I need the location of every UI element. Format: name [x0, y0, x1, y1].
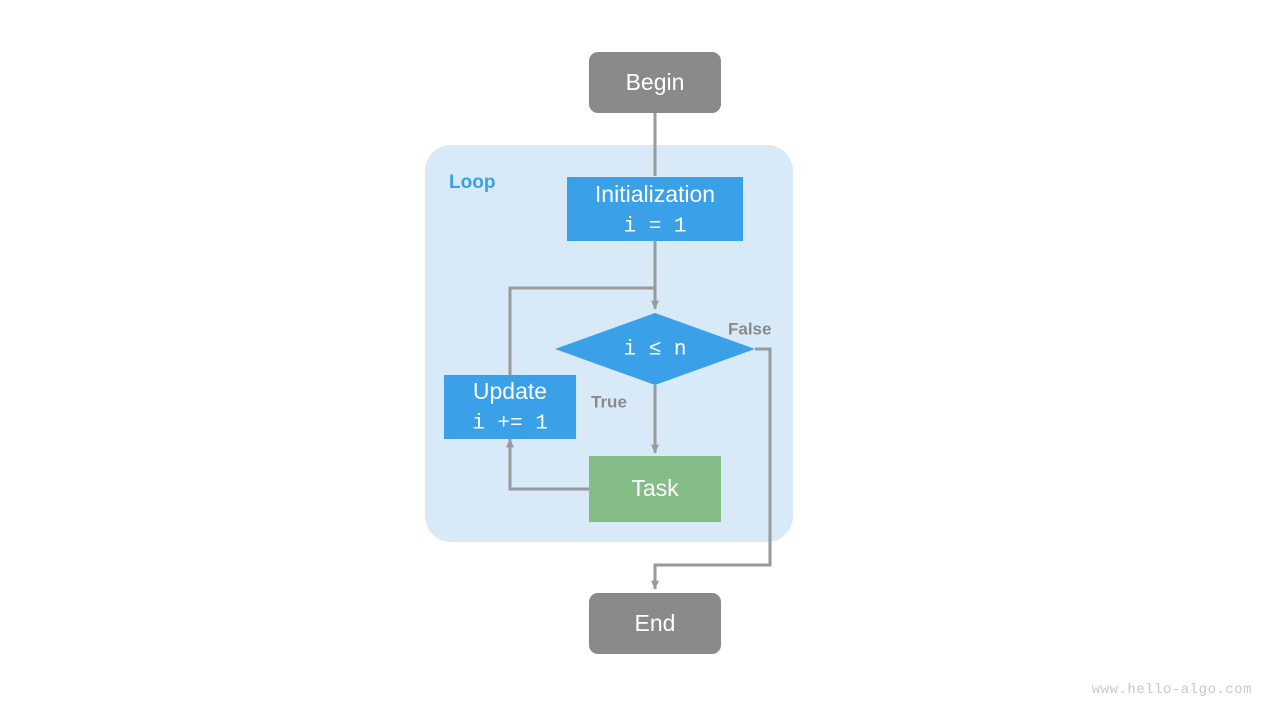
edge-label-true: True	[591, 392, 627, 411]
node-condition[interactable]: i ≤ n	[555, 313, 755, 385]
node-update-label: Update	[473, 378, 547, 404]
node-task[interactable]: Task	[589, 456, 721, 522]
node-end-label: End	[635, 610, 676, 636]
node-begin-label: Begin	[626, 69, 685, 95]
edge-task-to-update	[506, 438, 589, 491]
node-begin-shape	[589, 52, 721, 113]
node-update[interactable]: Update i += 1	[444, 375, 576, 439]
node-initialization[interactable]: Initialization i = 1	[567, 177, 743, 241]
node-condition-label: i ≤ n	[623, 339, 686, 362]
watermark-text: www.hello-algo.com	[1091, 682, 1252, 698]
loop-group-label: Loop	[449, 172, 495, 193]
node-end-shape	[589, 593, 721, 654]
edge-label-false: False	[728, 319, 771, 338]
node-update-sublabel: i += 1	[472, 413, 548, 436]
node-initialization-shape	[567, 177, 743, 241]
edge-update-to-condition	[508, 286, 655, 377]
node-begin[interactable]: Begin	[589, 52, 721, 113]
edge-condition-to-end	[651, 347, 772, 590]
node-end[interactable]: End	[589, 593, 721, 654]
node-initialization-sublabel: i = 1	[623, 216, 686, 239]
node-update-shape	[444, 375, 576, 439]
node-condition-shape	[555, 313, 755, 385]
node-task-shape	[589, 456, 721, 522]
node-initialization-label: Initialization	[595, 181, 715, 207]
node-task-label: Task	[631, 475, 679, 501]
